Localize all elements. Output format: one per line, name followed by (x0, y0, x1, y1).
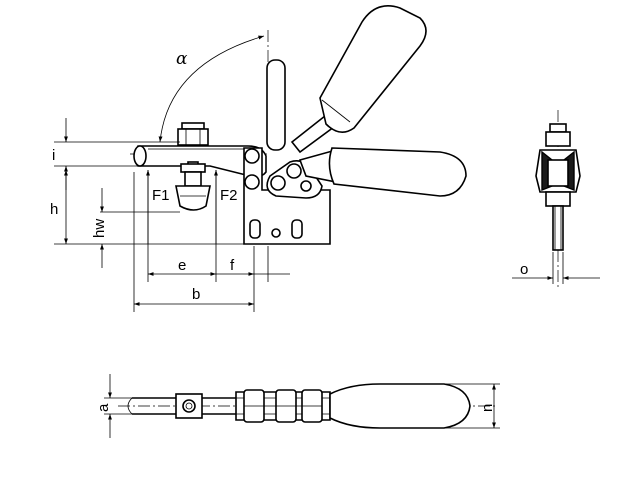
front-view: α F1 F2 i h (50, 5, 467, 312)
dimension-b: b (134, 286, 254, 306)
label-h: h (50, 201, 58, 218)
label-e: e (178, 257, 186, 274)
dimension-f: f (216, 257, 290, 276)
label-n: n (479, 404, 496, 412)
label-i: i (52, 147, 55, 164)
alpha-arc (158, 35, 265, 143)
dimension-n: n (444, 383, 500, 429)
pivot-upper-right (286, 163, 302, 179)
spindle-pressure-pad (175, 185, 211, 211)
open-handle-grip (319, 5, 427, 133)
vertical-pin-ghost (266, 59, 286, 151)
dimension-o: o (512, 252, 600, 284)
mounting-slot-1 (249, 219, 261, 239)
mounting-hole (271, 228, 281, 238)
pivot-lower-right (270, 175, 286, 191)
side-view: o (512, 110, 600, 288)
label-alpha: α (176, 49, 188, 69)
label-f1: F1 (152, 187, 170, 204)
label-f: f (230, 257, 235, 274)
label-f2: F2 (220, 187, 238, 204)
side-base-block (545, 191, 571, 207)
pivot-lower-left (244, 174, 260, 190)
label-o: o (520, 261, 528, 278)
dimension-i: i (52, 118, 68, 190)
label-a: a (95, 403, 112, 412)
side-spindle (552, 205, 564, 251)
dimension-a: a (95, 374, 134, 438)
dimension-hw: hw (91, 188, 108, 268)
closed-handle-grip (328, 147, 467, 197)
handle-closed-position (298, 147, 467, 197)
dimension-h: h (50, 170, 68, 244)
spindle-assembly (175, 161, 211, 211)
mounting-slot-2 (291, 219, 303, 239)
arm-tip (133, 145, 147, 167)
opening-angle: α (158, 35, 265, 143)
top-nut (177, 122, 209, 146)
force-arrows: F1 F2 (146, 170, 238, 244)
label-hw: hw (91, 219, 108, 238)
label-b: b (192, 286, 200, 303)
dimension-e: e (148, 257, 216, 276)
pivot-upper-left (244, 148, 260, 164)
handle-open-position (266, 5, 427, 154)
top-view: a n (95, 374, 500, 438)
top-handle-grip (329, 383, 471, 429)
